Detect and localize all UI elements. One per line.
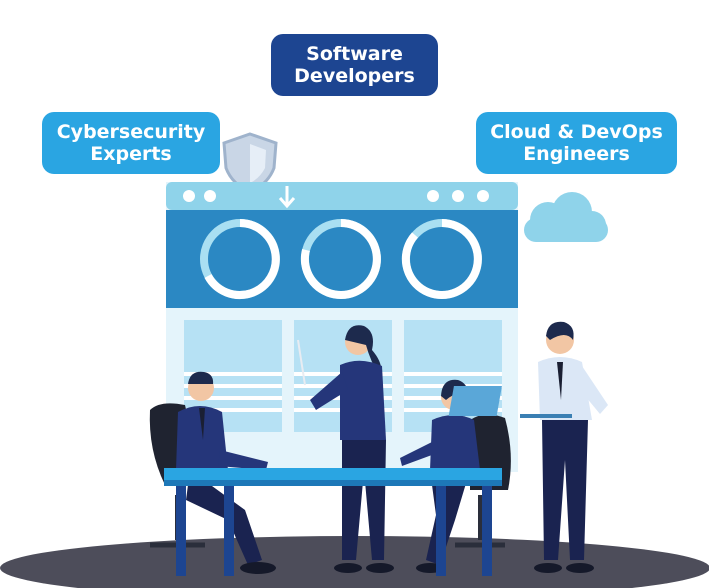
donut-chart-3 [401, 219, 482, 299]
window-dots-right [427, 190, 489, 202]
cloud-devops-line2: Engineers [523, 143, 630, 165]
software-developers-line1: Software [306, 43, 403, 65]
window-dots-left [183, 190, 216, 202]
cloud-icon [524, 192, 608, 242]
cybersecurity-experts-line2: Experts [90, 143, 172, 165]
software-developers-label: Software Developers [271, 34, 438, 96]
donut-chart-2 [300, 219, 381, 299]
cybersecurity-experts-label: Cybersecurity Experts [42, 112, 220, 174]
download-arrow-icon [278, 186, 296, 209]
laptop-icon [448, 386, 572, 418]
donut-chart-1 [200, 219, 280, 299]
cloud-devops-line1: Cloud & DevOps [490, 121, 663, 143]
cybersecurity-experts-line1: Cybersecurity [56, 121, 206, 143]
cloud-devops-engineers-label: Cloud & DevOps Engineers [476, 112, 677, 174]
software-developers-line2: Developers [294, 65, 415, 87]
meeting-table [164, 468, 502, 576]
engineer-with-laptop [448, 321, 608, 573]
